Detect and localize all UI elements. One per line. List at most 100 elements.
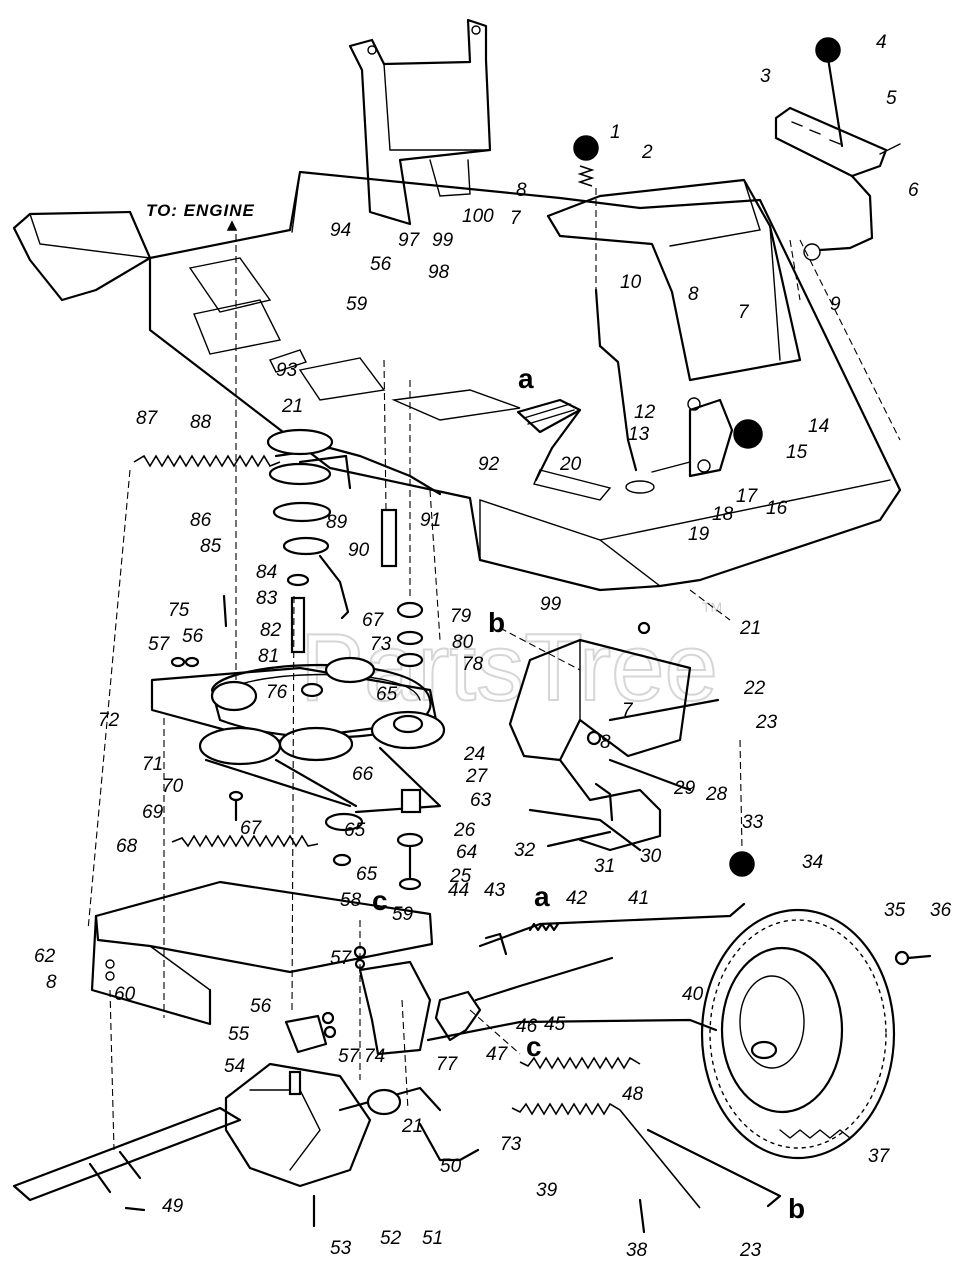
part-callout-30: 30: [640, 846, 662, 867]
part-callout-87: 87: [136, 408, 159, 429]
leader-lines: [87, 188, 901, 1151]
part-callout-42: 42: [566, 888, 588, 909]
seat-bracket: [348, 18, 492, 226]
part-callout-10: 10: [620, 272, 642, 293]
part-callout-59: 59: [392, 904, 414, 925]
part-callout-22: 22: [743, 678, 766, 699]
reference-letter-c: c: [372, 885, 388, 916]
part-callout-35: 35: [884, 900, 906, 921]
part-callout-72: 72: [98, 710, 120, 731]
reference-letter-a: a: [518, 363, 534, 394]
spring-87: [133, 454, 281, 468]
reference-letter-c: c: [526, 1031, 542, 1062]
part-callout-38: 38: [626, 1240, 648, 1261]
transaxle: [12, 1062, 442, 1228]
part-callout-27: 27: [465, 766, 489, 787]
part-callout-97: 97: [398, 230, 421, 251]
part-callout-9: 9: [830, 294, 841, 315]
part-callout-36: 36: [930, 900, 952, 921]
part-callout-37: 37: [868, 1146, 891, 1167]
part-callout-25: 25: [449, 866, 472, 887]
part-callout-16: 16: [766, 498, 788, 519]
drive-plate: [150, 656, 446, 891]
part-callout-73: 73: [370, 634, 392, 655]
lift-bracket: [651, 397, 763, 478]
part-callout-64: 64: [456, 842, 477, 863]
part-callout-83: 83: [256, 588, 278, 609]
part-callout-47: 47: [486, 1044, 509, 1065]
part-callout-81: 81: [258, 646, 279, 667]
reference-letter-b: b: [788, 1193, 805, 1224]
part-callout-85: 85: [200, 536, 222, 557]
part-callout-6: 6: [908, 180, 919, 201]
part-callout-55: 55: [228, 1024, 250, 1045]
part-callout-100: 100: [462, 206, 494, 227]
reference-letter-b: b: [488, 607, 505, 638]
part-callout-45: 45: [544, 1014, 566, 1035]
part-callout-57: 57: [338, 1046, 361, 1067]
part-callout-1: 1: [610, 122, 621, 143]
part-callout-8: 8: [516, 180, 527, 201]
part-callout-3: 3: [760, 66, 771, 87]
part-callout-39: 39: [536, 1180, 558, 1201]
control-rods: [418, 902, 746, 1162]
part-callout-29: 29: [673, 778, 696, 799]
part-callout-8: 8: [600, 732, 611, 753]
part-callout-56: 56: [250, 996, 272, 1017]
part-callout-21: 21: [739, 618, 761, 639]
height-lever-assembly: [774, 37, 901, 261]
part-callout-20: 20: [559, 454, 582, 475]
part-callout-58: 58: [340, 890, 362, 911]
part-callout-82: 82: [260, 620, 282, 641]
part-callout-8: 8: [688, 284, 699, 305]
part-callout-41: 41: [628, 888, 649, 909]
part-callout-32: 32: [514, 840, 536, 861]
part-callout-88: 88: [190, 412, 212, 433]
rear-wheel: [700, 851, 932, 1160]
part-callout-53: 53: [330, 1238, 352, 1259]
part-callout-84: 84: [256, 562, 277, 583]
part-callout-77: 77: [436, 1054, 459, 1075]
part-callout-23: 23: [739, 1240, 762, 1261]
part-callout-93: 93: [276, 360, 298, 381]
part-callout-74: 74: [364, 1046, 385, 1067]
reference-letter-a: a: [534, 881, 550, 912]
part-callout-50: 50: [440, 1156, 462, 1177]
part-callout-49: 49: [162, 1196, 184, 1217]
part-callout-7: 7: [622, 700, 634, 721]
part-callout-91: 91: [420, 510, 441, 531]
part-callout-76: 76: [266, 682, 288, 703]
part-callout-69: 69: [142, 802, 164, 823]
part-callout-67: 67: [362, 610, 385, 631]
part-callout-7: 7: [738, 302, 750, 323]
brake-pedal: [516, 398, 582, 482]
rear-frame: [90, 880, 434, 1026]
engine-label: TO: ENGINE: [146, 201, 255, 220]
part-callout-65: 65: [344, 820, 366, 841]
part-callout-71: 71: [142, 754, 163, 775]
fender-cover: [546, 178, 802, 382]
part-callout-19: 19: [688, 524, 710, 545]
part-callout-67: 67: [240, 818, 263, 839]
reference-letter-layer: a b a c c b: [372, 363, 805, 1224]
part-callout-24: 24: [463, 744, 485, 765]
part-callout-98: 98: [428, 262, 450, 283]
part-callout-48: 48: [622, 1084, 644, 1105]
spring-39: [511, 1102, 701, 1209]
part-callout-60: 60: [114, 984, 136, 1005]
part-callout-14: 14: [808, 416, 829, 437]
part-callout-73: 73: [500, 1134, 522, 1155]
part-callout-65: 65: [376, 684, 398, 705]
part-callout-21: 21: [281, 396, 303, 417]
part-callout-54: 54: [224, 1056, 245, 1077]
part-callout-65: 65: [356, 864, 378, 885]
part-callout-40: 40: [682, 984, 704, 1005]
part-callout-4: 4: [876, 32, 887, 53]
part-callout-7: 7: [510, 208, 522, 229]
part-callout-2: 2: [641, 142, 653, 163]
part-callout-46: 46: [516, 1016, 538, 1037]
part-callout-5: 5: [886, 88, 897, 109]
part-callout-66: 66: [352, 764, 374, 785]
part-callout-56: 56: [370, 254, 392, 275]
